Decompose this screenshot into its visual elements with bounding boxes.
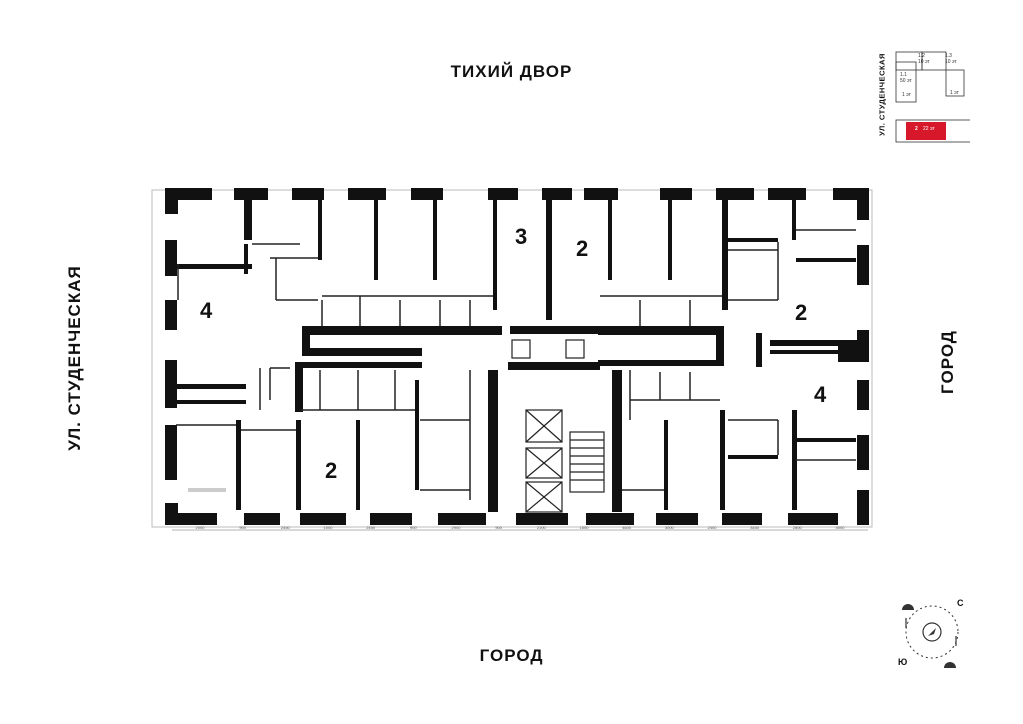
apartment-number: 2 xyxy=(576,236,588,261)
dimension-label: 2800 xyxy=(793,525,803,530)
keyplan-highlight-label: 2 xyxy=(915,126,918,132)
dimension-label: 900 xyxy=(410,525,417,530)
courtyard-label: ТИХИЙ ДВОР xyxy=(450,62,573,81)
dimension-label: 1500 xyxy=(580,525,590,530)
dimension-label: 2400 xyxy=(708,525,718,530)
city-label-bottom: ГОРОД xyxy=(479,646,544,665)
dimension-label: 2450 xyxy=(281,525,291,530)
dimension-label: 900 xyxy=(239,525,246,530)
keyplan-section-area: 10 эт xyxy=(945,59,957,65)
keyplan-section-label: 1.3 xyxy=(945,53,952,59)
keyplan-section-area: 50 эт xyxy=(900,78,912,84)
apartment-number: 3 xyxy=(515,224,527,249)
apartment-number: 4 xyxy=(814,382,827,407)
keyplan-highlight-area: 22 эт xyxy=(923,126,935,132)
keyplan-section-label: 1 эт xyxy=(902,92,911,98)
sunset-icon xyxy=(944,662,956,668)
dimension-labels: 2000 900 2450 1000 2450 900 2900 900 2100 1500 460… xyxy=(196,525,846,530)
dimension-label: 2900 xyxy=(452,525,462,530)
interior-partitions xyxy=(176,229,856,500)
dimension-label: 3000 xyxy=(665,525,675,530)
outer-walls xyxy=(165,188,869,525)
compass xyxy=(902,604,959,668)
dimension-label: 900 xyxy=(495,525,502,530)
keyplan-section-label: 1.2 xyxy=(918,53,925,59)
sunrise-icon xyxy=(902,604,914,610)
apartment-number: 4 xyxy=(200,298,213,323)
dimension-label: 1000 xyxy=(324,525,334,530)
compass-north: С xyxy=(957,598,964,608)
elevator-core xyxy=(511,339,605,513)
key-plan xyxy=(895,51,970,143)
compass-south: Ю xyxy=(898,657,908,667)
dimension-label: 3450 xyxy=(750,525,760,530)
keyplan-section-label: 1.1 xyxy=(900,72,907,78)
dimension-label: 4000 xyxy=(836,525,846,530)
radiator xyxy=(188,488,226,492)
dimension-label: 2100 xyxy=(537,525,547,530)
keyplan-section-area: 10 эт xyxy=(918,59,930,65)
apartment-number: 2 xyxy=(325,458,337,483)
apartment-number: 2 xyxy=(795,300,807,325)
dimension-label: 2000 xyxy=(196,525,206,530)
keyplan-section-label: 1 эт xyxy=(950,90,959,96)
dimension-label: 4600 xyxy=(622,525,632,530)
selected-section[interactable] xyxy=(906,122,946,140)
dimension-label: 2450 xyxy=(366,525,376,530)
